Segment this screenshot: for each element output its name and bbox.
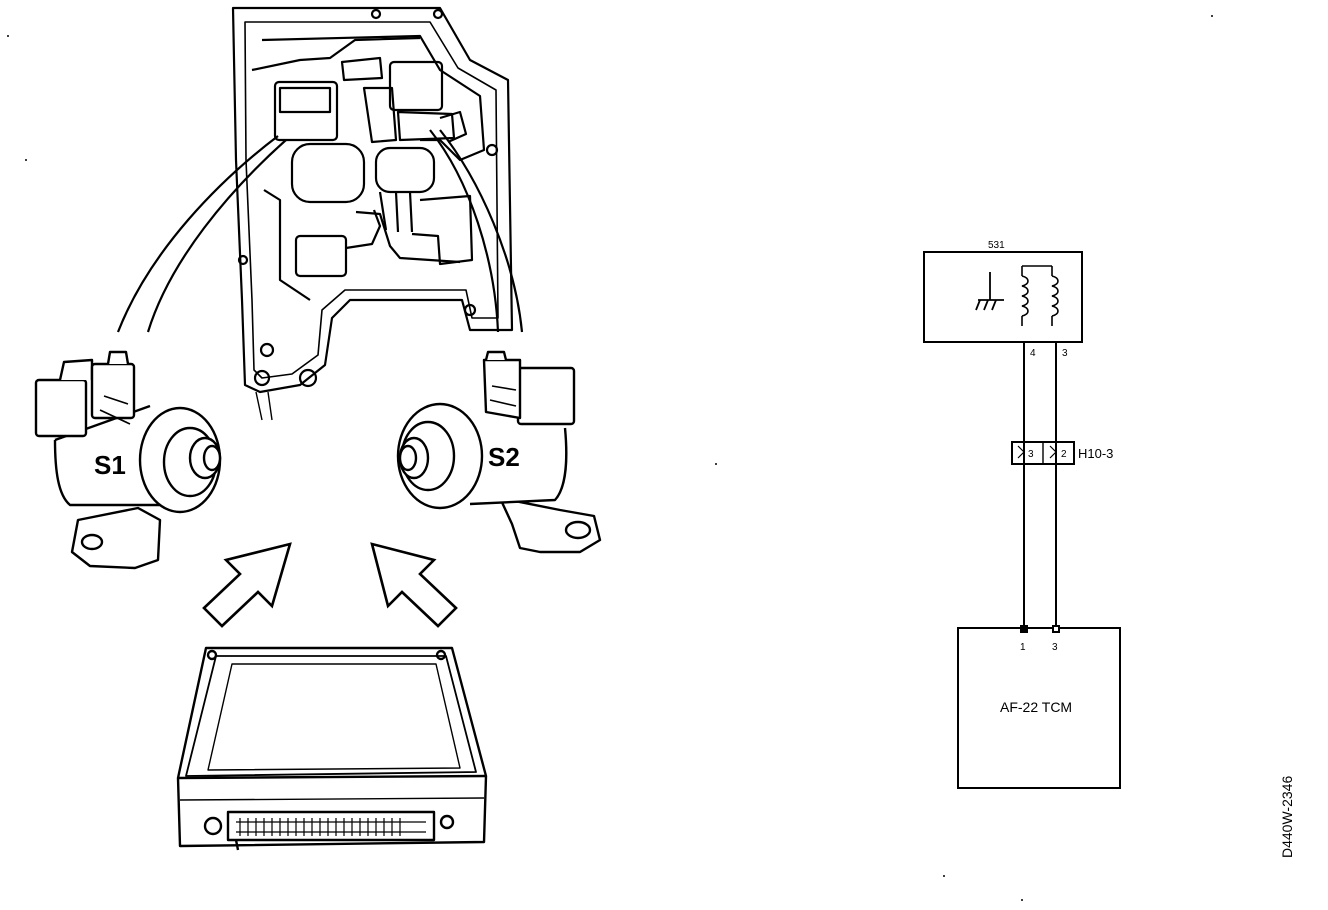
- tcm-pin-right-label: 3: [1052, 642, 1058, 653]
- connector-pin-right-label: 2: [1061, 449, 1067, 460]
- figure-code: D440W-2346: [1279, 776, 1295, 858]
- solenoid-s1-illustration: [34, 350, 222, 570]
- arrow-to-s2-icon: [370, 542, 458, 628]
- component-id-label: 531: [988, 240, 1005, 251]
- solenoid-s1-label: S1: [94, 450, 126, 480]
- solenoid-coil-icon: [1021, 265, 1059, 326]
- valve-body-illustration: [231, 6, 514, 421]
- connector-name-label: H10-3: [1078, 446, 1113, 461]
- connector-pin-left-label: 3: [1028, 449, 1034, 460]
- harness-wires: [116, 129, 524, 333]
- solenoid-s2-label: S2: [488, 442, 520, 472]
- ground-icon: [975, 272, 1004, 311]
- solenoid-s2-illustration: [396, 350, 602, 554]
- component-pin-right-label: 3: [1062, 348, 1068, 359]
- component-531-box: [923, 251, 1083, 343]
- component-pin-left-label: 4: [1030, 348, 1036, 359]
- arrow-to-s1-icon: [202, 542, 292, 628]
- tcm-pin-left-label: 1: [1020, 642, 1026, 653]
- tcm-label: AF-22 TCM: [1000, 699, 1072, 715]
- scan-specks: [7, 15, 1213, 901]
- tcm-unit-illustration: [176, 646, 488, 851]
- tcm-box: [957, 627, 1121, 789]
- schematic: [923, 251, 1121, 789]
